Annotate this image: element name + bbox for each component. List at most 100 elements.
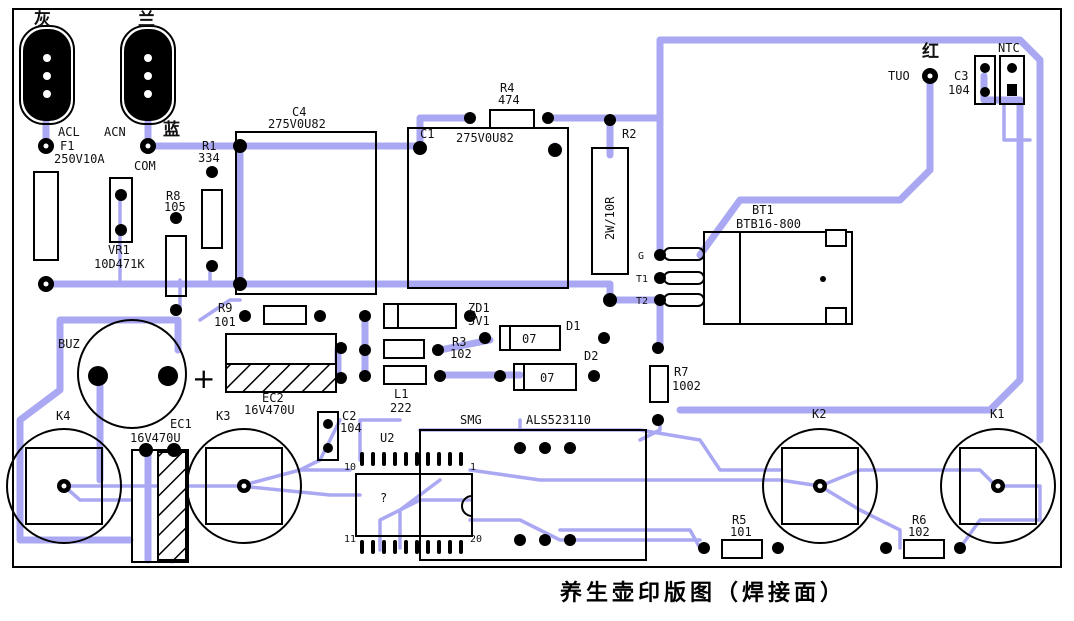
label-d2: D2 [584,349,598,363]
capacitor-ec1-body [131,449,189,563]
label-bt1-value: BTB16-800 [736,217,801,231]
switch-k4-body [6,428,122,544]
label-d1: D1 [566,319,580,333]
label-r4: R4 [500,81,514,95]
label-k2: K2 [812,407,826,421]
label-bt1: BT1 [752,203,774,217]
label-acn: ACN [104,125,126,139]
capacitor-c4-body [235,131,377,295]
resistor-r5-body [721,539,763,559]
label-pin10: 10 [344,462,356,473]
label-r2-value: 2W/10R [603,196,617,240]
label-f1: F1 [60,139,74,153]
label-vr1: VR1 [108,243,130,257]
ic-u2-pins [360,452,463,554]
switch-k2-body [762,428,878,544]
capacitor-c2-body [317,411,339,461]
label-vr1-value: 10D471K [94,257,145,271]
label-u2-mark: ? [380,491,387,505]
label-k3: K3 [216,409,230,423]
ntc-connector-body [999,55,1025,105]
label-ec1-value: 16V470U [130,431,181,445]
diode-d2-body [513,363,577,391]
label-k4: K4 [56,409,70,423]
label-r3-value: 102 [450,347,472,361]
label-r2: R2 [622,127,636,141]
label-pin20: 20 [470,534,482,545]
label-buz: BUZ [58,337,80,351]
label-r5-value: 101 [730,525,752,539]
label-c4-value: 275V0U82 [268,117,326,131]
label-lan: 兰 [138,9,155,30]
capacitor-ec2-body [225,333,337,393]
label-r6-value: 102 [908,525,930,539]
label-r9: R9 [218,301,232,315]
label-l1-value: 222 [390,401,412,415]
label-t1: T1 [636,274,648,285]
label-lan2: 蓝 [163,120,180,140]
label-ec2: EC2 [262,391,284,405]
fuse-f1-body [33,171,59,261]
label-c1: C1 [420,127,434,141]
label-c2: C2 [342,409,356,423]
label-com: COM [134,159,156,173]
label-r7: R7 [674,365,688,379]
varistor-vr1-body [109,177,133,243]
label-g: G [638,251,644,262]
label-plus: + [192,362,215,395]
label-u2: U2 [380,431,394,445]
label-r7-value: 1002 [672,379,701,393]
zener-zd1-body [383,303,457,329]
label-pin1: 1 [470,462,476,473]
resistor-r4-body [489,109,535,129]
board-outline [12,8,1062,568]
label-c3: C3 [954,69,968,83]
label-c2-value: 104 [340,421,362,435]
label-hui: 灰 [34,9,51,30]
resistor-r7-body [649,365,669,403]
ic-u2-body [355,429,647,561]
resistor-r9-body [263,305,307,325]
label-r1-value: 334 [198,151,220,165]
label-r8-value: 105 [164,200,186,214]
diode-d1-body [499,325,561,351]
capacitor-c3-body [974,55,996,105]
triac-bt1 [663,229,853,325]
label-c1-value: 275V0U82 [456,131,514,145]
label-r5: R5 [732,513,746,527]
label-d2-body: 07 [540,371,554,385]
label-smg: SMG [460,413,482,427]
switch-k3-body [186,428,302,544]
label-d1-body: 07 [522,332,536,346]
label-l1: L1 [394,387,408,401]
pads [38,63,1017,554]
label-hong: 红 [922,41,939,62]
label-k1: K1 [990,407,1004,421]
label-r9-value: 101 [214,315,236,329]
label-ntc: NTC [998,41,1020,55]
label-acl: ACL [58,125,80,139]
label-tuo: TUO [888,69,910,83]
connector-acn [120,25,176,125]
resistor-r2-body [591,147,629,275]
resistor-r6-body [903,539,945,559]
label-r4-value: 474 [498,93,520,107]
resistor-r8-body [165,235,187,297]
switch-k1-body [940,428,1056,544]
label-pin11: 11 [344,534,356,545]
label-r8: R8 [166,189,180,203]
label-ec2-value: 16V470U [244,403,295,417]
buzzer-body [77,319,187,429]
caption: 养生壶印版图（焊接面） [559,580,846,606]
connector-acl [19,25,75,125]
label-r1: R1 [202,139,216,153]
capacitor-c1-body [407,127,569,289]
label-als: ALS523110 [526,413,591,427]
resistor-r3-body [383,339,425,359]
label-c3-value: 104 [948,83,970,97]
label-f1-value: 250V10A [54,152,105,166]
label-zd1-value: 5V1 [468,314,490,328]
label-c4: C4 [292,105,306,119]
